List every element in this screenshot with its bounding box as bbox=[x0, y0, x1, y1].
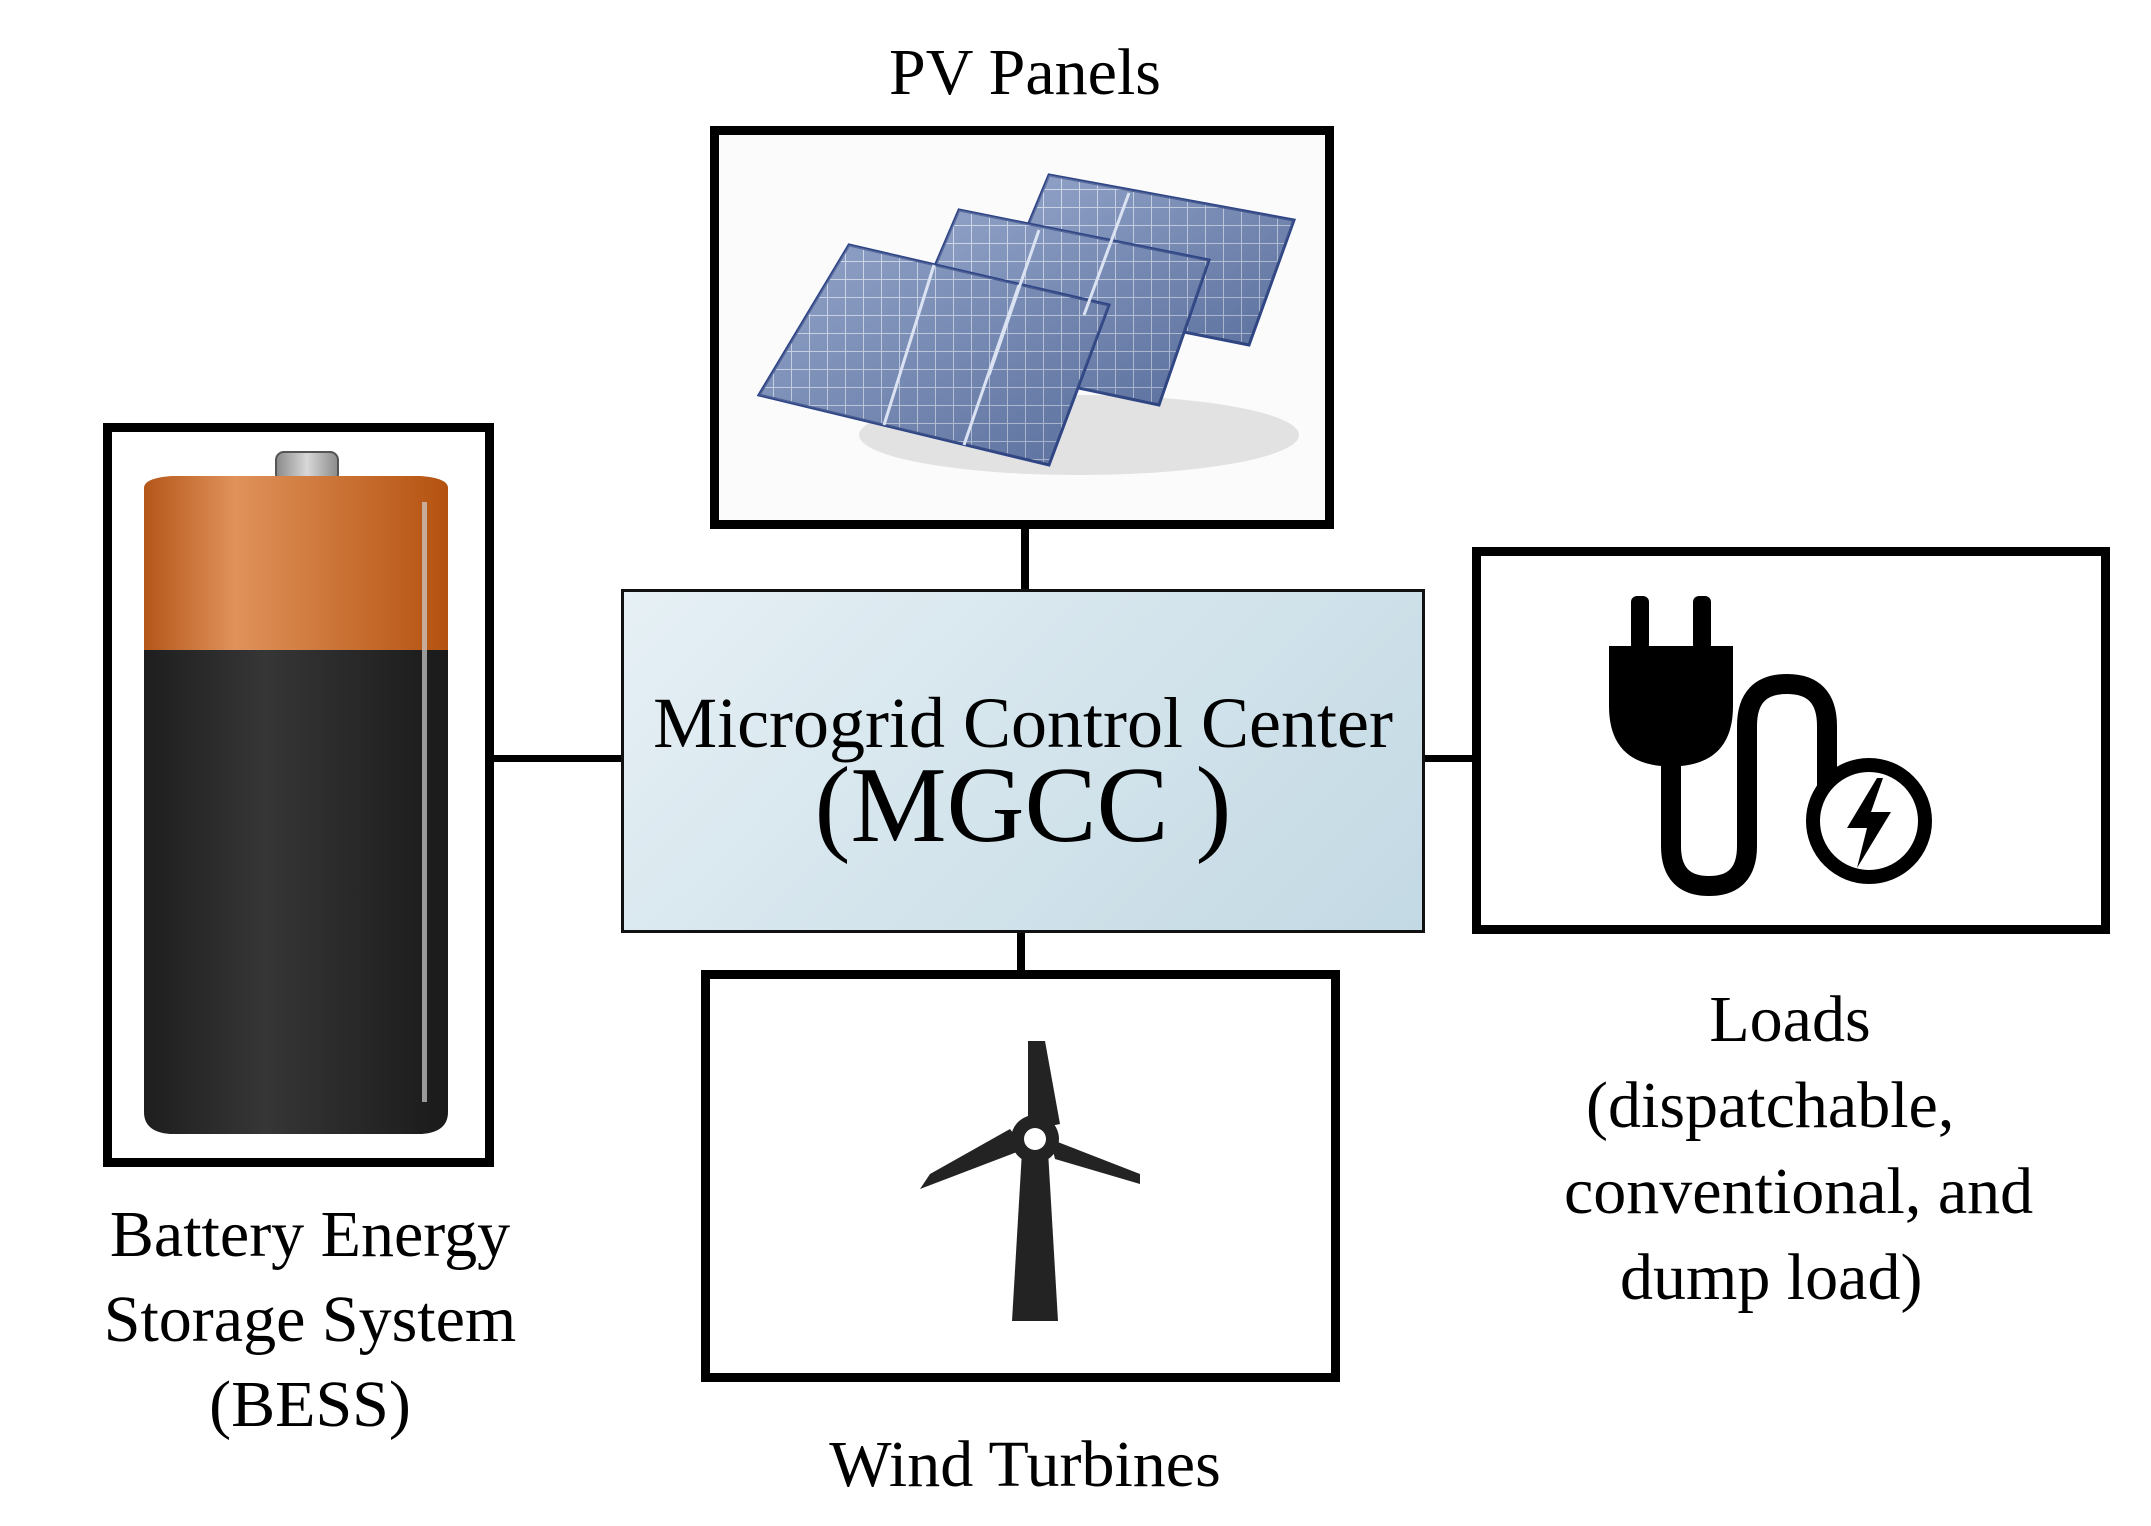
battery-icon bbox=[144, 451, 448, 1134]
wind-turbines-box bbox=[701, 970, 1340, 1382]
loads-box bbox=[1472, 547, 2110, 934]
connector-pv-mgcc bbox=[1021, 523, 1029, 591]
battery-label-line-3: (BESS) bbox=[209, 1368, 411, 1441]
loads-label-line-3: conventional, and bbox=[1564, 1155, 2034, 1228]
mgcc-acronym: (MGCC ) bbox=[814, 746, 1232, 865]
battery-box bbox=[103, 423, 494, 1167]
wind-turbine-icon bbox=[920, 1041, 1140, 1321]
battery-label-line-1: Battery Energy bbox=[109, 1198, 511, 1271]
loads-label-line-1: Loads bbox=[1709, 983, 1871, 1056]
connector-mgcc-loads bbox=[1423, 755, 1474, 762]
connector-battery-mgcc bbox=[482, 755, 623, 762]
loads-label-line-2: (dispatchable, bbox=[1586, 1069, 1955, 1142]
mgcc-box: Microgrid Control Center (MGCC ) bbox=[621, 589, 1425, 933]
pv-panels-box bbox=[710, 126, 1334, 529]
solar-panel-icon bbox=[719, 135, 1325, 520]
lightning-bolt-icon bbox=[1806, 758, 1932, 884]
loads-label-line-4: dump load) bbox=[1620, 1241, 1923, 1314]
loads-label: Loads (dispatchable, conventional, and d… bbox=[1510, 977, 2130, 1321]
connector-mgcc-wind bbox=[1017, 931, 1025, 982]
battery-label: Battery Energy Storage System (BESS) bbox=[60, 1192, 560, 1447]
mgcc-title: Microgrid Control Center bbox=[653, 683, 1393, 763]
battery-label-line-2: Storage System bbox=[103, 1283, 517, 1356]
plug-icon bbox=[1609, 596, 1932, 897]
pv-label: PV Panels bbox=[889, 36, 1161, 109]
wind-label: Wind Turbines bbox=[829, 1428, 1221, 1501]
